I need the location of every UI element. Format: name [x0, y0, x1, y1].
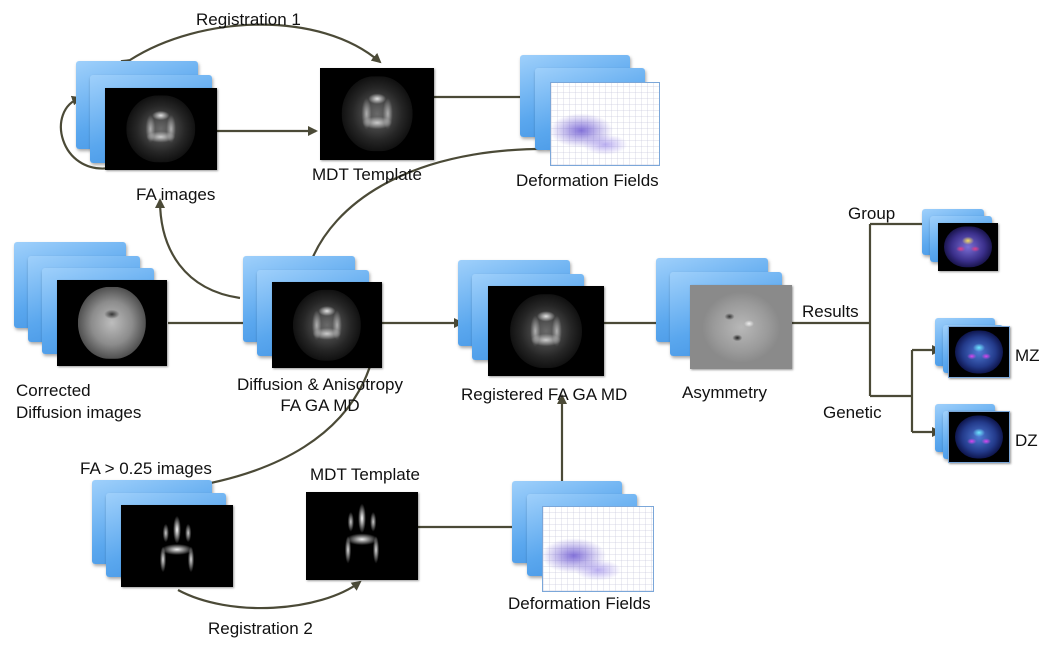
group-label: Group [848, 204, 896, 223]
dz-label: DZ [1015, 431, 1038, 450]
deformation-fields-bottom-label: Deformation Fields [508, 594, 651, 613]
asymmetry-image [690, 285, 792, 369]
fa-threshold-label: FA > 0.25 images [80, 459, 212, 478]
registration2-arrow [177, 580, 362, 610]
deformation-field-bottom-image [542, 506, 654, 592]
results-label: Results [802, 302, 859, 321]
fa-self-loop-arrow [59, 95, 111, 170]
dz-image [948, 411, 1010, 463]
mz-label: MZ [1015, 346, 1040, 365]
diffusion-label-line2: FA GA MD [280, 396, 360, 415]
fa-image [105, 88, 217, 170]
mdt-template-bottom-image [306, 492, 418, 580]
diffusion-to-fa-arrow [155, 198, 241, 300]
diffusion-image [57, 280, 167, 366]
mdt-template-image [320, 68, 434, 160]
deformation-to-diffusion-arrow [305, 147, 581, 272]
diffusion-label-line1: Diffusion & Anisotropy [237, 375, 403, 394]
corrected-label-line2: Diffusion images [16, 403, 142, 422]
deformation-field-image [550, 82, 660, 166]
mz-image [948, 326, 1010, 378]
mdt-template-bottom-label: MDT Template [310, 465, 420, 484]
group-image [938, 223, 998, 271]
registration2-label: Registration 2 [208, 619, 313, 638]
fa-threshold-image [121, 505, 233, 587]
fa-images-label: FA images [136, 185, 216, 204]
mdt-template-top-label: MDT Template [312, 165, 422, 184]
registration1-arrow [120, 23, 382, 69]
registration1-label: Registration 1 [196, 10, 301, 29]
corrected-label-line1: Corrected [16, 381, 91, 400]
asymmetry-label: Asymmetry [682, 383, 767, 402]
deformation-fields-top-label: Deformation Fields [516, 171, 659, 190]
registered-label: Registered FA GA MD [461, 385, 628, 404]
anisotropy-image [272, 282, 382, 368]
registered-image [488, 286, 604, 376]
genetic-label: Genetic [823, 403, 882, 422]
